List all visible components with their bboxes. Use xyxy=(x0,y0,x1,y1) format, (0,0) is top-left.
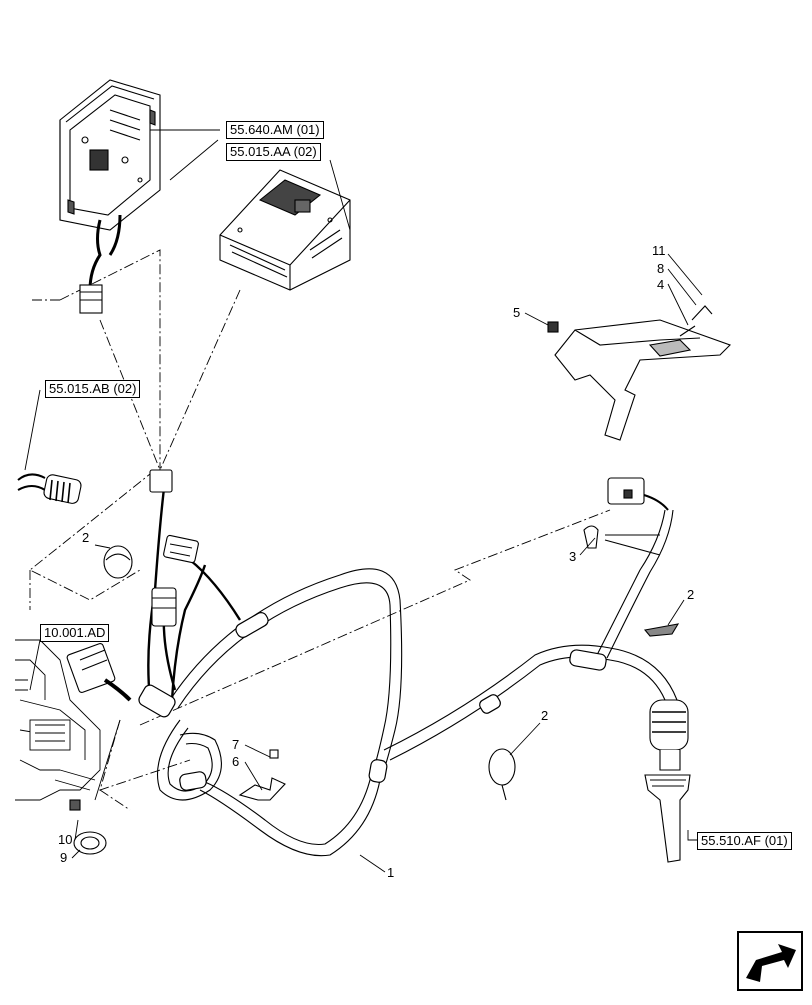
reference-box[interactable]: 55.640.AM (01) xyxy=(226,121,324,139)
reference-box[interactable]: 10.001.AD xyxy=(40,624,110,642)
ecu-module xyxy=(219,169,351,291)
callout-number: 10 xyxy=(58,832,73,847)
reference-box[interactable]: 55.015.AB (02) xyxy=(45,380,141,398)
callout-number: 2 xyxy=(541,708,549,723)
callout-number: 1 xyxy=(387,865,395,880)
clamp-item-6 xyxy=(238,749,286,801)
round-connector xyxy=(644,699,691,863)
clip-item-3 xyxy=(583,525,661,556)
callout-number: 3 xyxy=(569,549,577,564)
callout-number: 11 xyxy=(652,243,666,258)
left-connector xyxy=(17,473,82,504)
callout-number: 7 xyxy=(232,737,240,752)
callout-number: 6 xyxy=(232,754,240,769)
bracket-assembly xyxy=(547,305,732,441)
harness-connectors xyxy=(66,469,199,702)
callout-number: 9 xyxy=(60,850,68,865)
reference-box[interactable]: 55.510.AF (01) xyxy=(697,832,792,850)
callout-number: 5 xyxy=(513,305,521,320)
controller-module xyxy=(59,79,161,314)
leader-lines xyxy=(24,129,703,873)
callout-number: 2 xyxy=(687,587,695,602)
right-top-connector xyxy=(607,477,669,511)
hose-clamp-item-9 xyxy=(69,799,107,855)
projection-lines xyxy=(29,249,611,811)
callout-number: 8 xyxy=(657,261,665,276)
cable-ties xyxy=(103,545,680,801)
callout-number: 4 xyxy=(657,277,665,292)
arrow-back-icon xyxy=(737,931,803,991)
harness-sleeves xyxy=(138,612,607,791)
engine-block-partial xyxy=(15,639,101,801)
reference-box[interactable]: 55.015.AA (02) xyxy=(226,143,321,161)
callout-number: 2 xyxy=(82,530,90,545)
